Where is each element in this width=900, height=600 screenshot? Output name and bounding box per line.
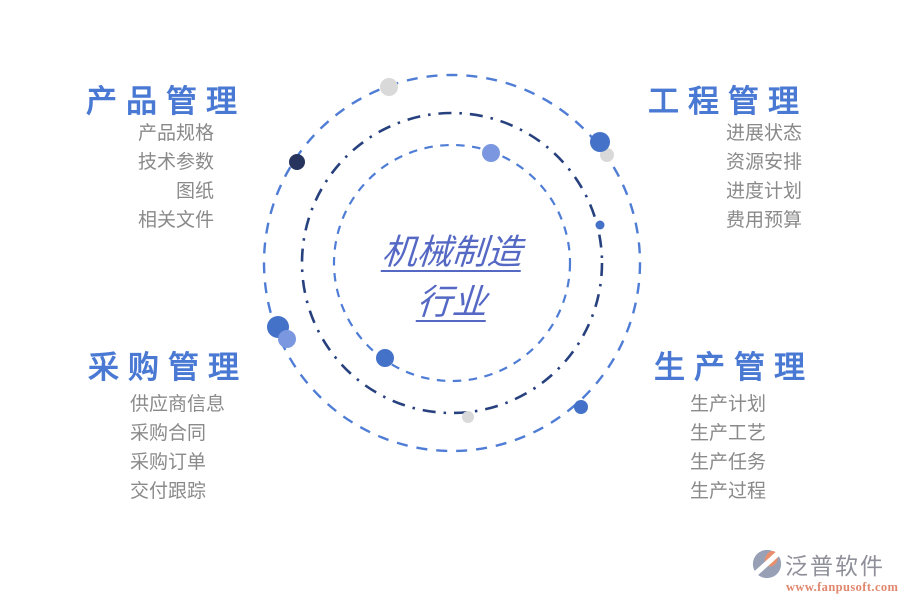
list-item: 采购订单 [130, 452, 207, 473]
brand-name: 泛普软件 [785, 553, 885, 579]
list-item: 技术参数 [137, 152, 214, 173]
list-item: 供应商信息 [130, 394, 226, 415]
list-item: 生产工艺 [690, 423, 767, 444]
quadrant-title: 工程管理 [648, 84, 808, 119]
list-item: 相关文件 [137, 210, 214, 231]
list-item: 采购合同 [130, 423, 207, 444]
quadrant-production-items: 生产计划 生产工艺 生产任务 生产过程 [690, 390, 766, 506]
brand-logo: 泛普软件 www.fanpusoft.com [752, 547, 898, 595]
inner-dashed-circle [332, 143, 572, 383]
orbit-dot-blue-inner-top [482, 144, 500, 162]
orbit-dot-blue-bottom-right [574, 400, 588, 414]
list-item: 生产计划 [690, 394, 767, 415]
list-item: 产品规格 [137, 123, 214, 144]
orbit-dot-gray-bottom [462, 411, 474, 423]
outer-dashed-circle [262, 73, 642, 453]
quadrant-procurement-management: 采购管理 [88, 342, 248, 387]
quadrant-engineering-items: 进展状态 资源安排 进度计划 费用预算 [698, 119, 802, 235]
brand-url: www.fanpusoft.com [786, 580, 899, 594]
list-item: 费用预算 [725, 210, 802, 231]
list-item: 生产过程 [690, 481, 767, 502]
quadrant-production-management: 生产管理 [654, 342, 814, 387]
list-item: 进展状态 [725, 123, 802, 144]
list-item: 资源安排 [725, 152, 802, 173]
center-title-line1: 机械制造 [380, 233, 524, 272]
list-item: 生产任务 [690, 452, 767, 473]
quadrant-engineering-management: 工程管理 [648, 76, 808, 121]
orbit-dot-navy-left [289, 154, 305, 170]
center-title: 机械制造 行业 [342, 228, 562, 328]
orbit-dot-lightblue-bottom-left [278, 330, 296, 348]
list-item: 图纸 [175, 181, 214, 202]
quadrant-product-items: 产品规格 技术参数 图纸 相关文件 [88, 119, 214, 235]
orbit-dot-gray-right [600, 148, 614, 162]
center-title-line2: 行业 [415, 283, 489, 322]
quadrant-product-management: 产品管理 [86, 76, 246, 121]
quadrant-title: 采购管理 [88, 350, 248, 385]
quadrant-title: 产品管理 [86, 84, 246, 119]
orbit-dot-blue-small-right [595, 220, 605, 230]
list-item: 交付跟踪 [130, 481, 207, 502]
quadrant-title: 生产管理 [654, 350, 814, 385]
orbit-diagram [262, 73, 642, 453]
quadrant-procurement-items: 供应商信息 采购合同 采购订单 交付跟踪 [130, 390, 225, 506]
list-item: 进度计划 [725, 181, 802, 202]
orbit-dot-blue-right [590, 132, 610, 152]
middle-dashdot-circle [300, 111, 604, 415]
fanpu-logo-icon [752, 549, 782, 579]
orbit-dot-blue-bottom [376, 349, 394, 367]
orbit-dot-gray-top [380, 78, 398, 96]
